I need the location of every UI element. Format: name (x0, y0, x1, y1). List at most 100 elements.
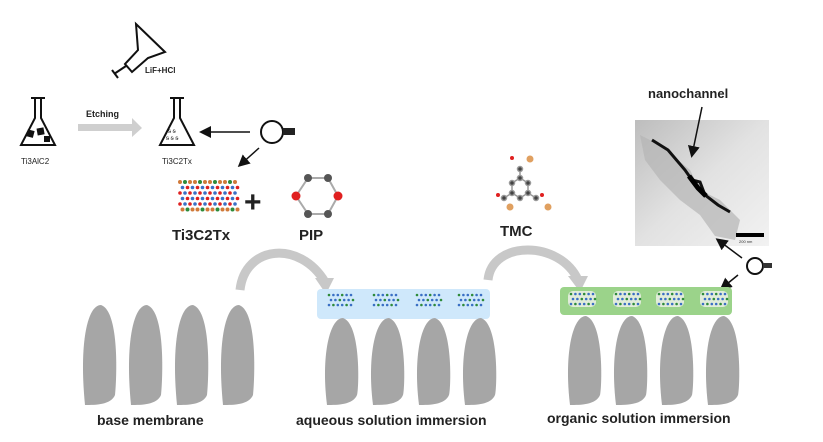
lattice-atom (180, 207, 185, 212)
lattice-atom (200, 196, 205, 201)
lattice-atom (198, 180, 202, 184)
reagent-label: LiF+HCl (145, 66, 175, 75)
lattice-atom (208, 191, 212, 195)
membrane-fiber (324, 318, 359, 405)
lattice-atom (235, 196, 240, 201)
lattice-atom (188, 191, 192, 195)
etching-label: Etching (86, 109, 119, 119)
lattice-atom (228, 180, 232, 184)
membrane-fiber (128, 305, 163, 405)
lattice-atom (208, 202, 212, 206)
lattice-atom (210, 196, 215, 201)
membrane-fiber (370, 318, 405, 405)
process-arrow-2 (483, 245, 583, 283)
lattice-atom (235, 185, 240, 190)
lattice-atom (195, 185, 200, 190)
pip-label: PIP (299, 227, 323, 244)
membrane-fiber (174, 305, 209, 405)
membranes-group (82, 305, 740, 405)
lattice-atom (210, 207, 215, 212)
lattice-atom (220, 196, 225, 201)
membrane-fiber (82, 305, 117, 405)
lattice-atom (223, 191, 227, 195)
lattice-atom (233, 202, 237, 206)
lattice-atom (233, 191, 237, 195)
lattice-atom (228, 191, 232, 195)
lattice-atom (200, 207, 205, 212)
lattice-atom (223, 180, 227, 184)
lattice-atom (230, 207, 235, 212)
lattice-atom (188, 202, 192, 206)
lattice-atom (210, 185, 215, 190)
lattice-atom (203, 180, 207, 184)
lattice-atom (208, 180, 212, 184)
lattice-atom (180, 196, 185, 201)
tem-micrograph: 200 nm (635, 120, 769, 246)
lattice-atom (185, 196, 190, 201)
lattice-atom (193, 180, 197, 184)
mxene-flake (568, 291, 597, 307)
process-arrow-1 (235, 248, 329, 291)
lattice-atom (215, 185, 220, 190)
lattice-atom (200, 185, 205, 190)
lattice-atom (230, 196, 235, 201)
lattice-atom (178, 202, 182, 206)
lattice-atom (205, 185, 210, 190)
tmc-molecule (496, 155, 552, 211)
step-base-membrane-label: base membrane (97, 412, 204, 428)
pip-molecule (291, 174, 343, 218)
lattice-atom (185, 207, 190, 212)
tmc-label: TMC (500, 223, 533, 240)
mxene-lattice-structure (178, 180, 240, 212)
lattice-atom (203, 202, 207, 206)
lattice-atom (218, 191, 222, 195)
mxene-flakes-group (327, 291, 729, 307)
funnel-icon (111, 21, 167, 79)
lattice-atom (225, 196, 230, 201)
lattice-atom (230, 185, 235, 190)
flask-ti3alc2-icon (19, 97, 57, 146)
membrane-fiber (220, 305, 255, 405)
mxene-main-label: Ti3C2Tx (172, 227, 231, 244)
step-organic-label: organic solution immersion (547, 410, 731, 426)
lattice-atom (183, 202, 187, 206)
membrane-fiber (416, 318, 451, 405)
lattice-atom (220, 207, 225, 212)
mxene-flake (613, 291, 642, 307)
lattice-atom (198, 191, 202, 195)
organic-layer (560, 287, 732, 315)
svg-text:ᵴ ᵴ ᵴ: ᵴ ᵴ ᵴ (165, 136, 178, 142)
svg-text:ᵴ ᵴ: ᵴ ᵴ (167, 129, 176, 135)
magnifier-icon (199, 120, 295, 168)
lattice-atom (190, 207, 195, 212)
scale-bar-label: 200 nm (739, 239, 753, 244)
lattice-atom (215, 196, 220, 201)
lattice-atom (198, 202, 202, 206)
lattice-atom (213, 202, 217, 206)
lattice-atom (225, 207, 230, 212)
lattice-atom (193, 191, 197, 195)
membrane-fiber (705, 316, 740, 405)
nanochannel-label: nanochannel (648, 86, 728, 101)
lattice-atom (195, 196, 200, 201)
lattice-atom (215, 207, 220, 212)
lattice-atom (218, 180, 222, 184)
lattice-atom (188, 180, 192, 184)
lattice-atom (213, 191, 217, 195)
lattice-atom (205, 207, 210, 212)
lattice-atom (190, 185, 195, 190)
membrane-fiber (613, 316, 648, 405)
lattice-atom (180, 185, 185, 190)
lattice-atom (205, 196, 210, 201)
mxene-flake (372, 293, 400, 307)
lattice-atom (213, 180, 217, 184)
membrane-fiber (567, 316, 602, 405)
mxene-flake (457, 293, 485, 307)
lattice-atom (193, 202, 197, 206)
mxene-flake (700, 291, 729, 307)
step-aqueous-label: aqueous solution immersion (296, 412, 487, 428)
membrane-fiber (462, 318, 497, 405)
lattice-atom (225, 185, 230, 190)
plus-sign: + (244, 186, 262, 219)
